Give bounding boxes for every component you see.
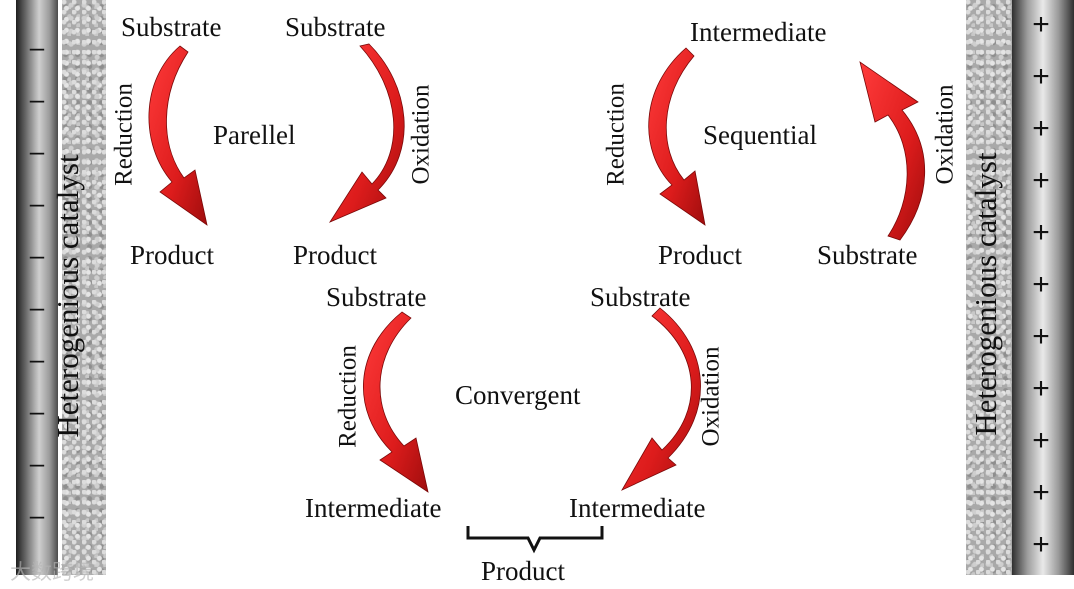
parallel-oxidation-arrow-icon xyxy=(328,43,405,223)
negative-sign: – xyxy=(29,448,45,478)
convergent-right-substrate: Substrate xyxy=(590,282,691,312)
negative-sign: – xyxy=(29,292,45,322)
negative-electrode xyxy=(16,0,58,575)
sequential-title: Sequential xyxy=(703,120,817,150)
positive-sign: + xyxy=(1032,268,1050,301)
sequential-intermediate: Intermediate xyxy=(690,17,827,47)
negative-sign: – xyxy=(29,84,45,114)
parallel-left-substrate: Substrate xyxy=(121,12,222,42)
convergent-reduction-arrow-icon xyxy=(363,311,429,493)
sequential-oxidation-label: Oxidation xyxy=(931,84,959,185)
parallel-reduction-arrow-icon xyxy=(148,45,208,226)
convergent-oxidation-arrow-icon xyxy=(621,307,701,491)
convergent-left-intermediate: Intermediate xyxy=(305,493,442,523)
right-catalyst-layer xyxy=(966,0,1012,575)
convergent-title: Convergent xyxy=(455,380,581,410)
negative-sign: – xyxy=(29,240,45,270)
positive-sign: + xyxy=(1032,424,1050,457)
watermark: 大数跨境 xyxy=(10,560,94,584)
negative-sign: – xyxy=(29,32,45,62)
convergent-product: Product xyxy=(481,556,565,586)
positive-sign: + xyxy=(1032,476,1050,509)
convergent-left-substrate: Substrate xyxy=(326,282,427,312)
parallel-title: Parellel xyxy=(213,120,296,150)
left-catalyst-layer xyxy=(62,0,106,575)
sequential-reduction-arrow-icon xyxy=(648,47,706,226)
negative-sign: – xyxy=(29,136,45,166)
positive-sign: + xyxy=(1032,528,1050,561)
convergent-brace xyxy=(466,526,604,554)
negative-sign: – xyxy=(29,500,45,530)
positive-sign: + xyxy=(1032,320,1050,353)
sequential-reduction-label: Reduction xyxy=(602,83,630,186)
convergent-oxidation-label: Oxidation xyxy=(697,346,725,447)
parallel-right-substrate: Substrate xyxy=(285,12,386,42)
sequential-substrate: Substrate xyxy=(817,240,918,270)
sequential-oxidation-arrow-icon xyxy=(859,61,926,241)
positive-sign: + xyxy=(1032,112,1050,145)
positive-sign: + xyxy=(1032,164,1050,197)
parallel-left-product: Product xyxy=(130,240,214,270)
positive-sign: + xyxy=(1032,372,1050,405)
convergent-reduction-label: Reduction xyxy=(334,345,362,448)
parallel-right-product: Product xyxy=(293,240,377,270)
positive-sign: + xyxy=(1032,60,1050,93)
positive-electrode xyxy=(1012,0,1074,575)
negative-sign: – xyxy=(29,396,45,426)
sequential-product: Product xyxy=(658,240,742,270)
convergent-right-intermediate: Intermediate xyxy=(569,493,706,523)
positive-sign: + xyxy=(1032,8,1050,41)
positive-sign: + xyxy=(1032,216,1050,249)
negative-sign: – xyxy=(29,188,45,218)
negative-sign: – xyxy=(29,344,45,374)
